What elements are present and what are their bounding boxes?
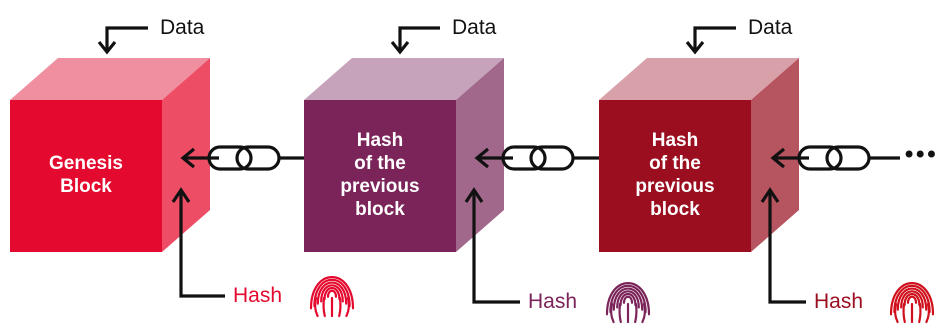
continuation-dots: ••• bbox=[902, 141, 936, 169]
chain-link-icon bbox=[180, 145, 304, 171]
block-label-line: previous bbox=[635, 176, 715, 197]
hash-label-2: Hash bbox=[528, 290, 578, 313]
cube-top-face bbox=[10, 58, 210, 100]
cube-top-face bbox=[304, 58, 504, 100]
cube-front-face bbox=[304, 100, 456, 252]
fingerprint-icon bbox=[605, 282, 651, 324]
fingerprint-icon bbox=[309, 276, 355, 318]
fingerprint-icon bbox=[889, 282, 935, 324]
block-cube-2 bbox=[304, 58, 504, 252]
cube-top-face bbox=[599, 58, 799, 100]
block-cube-1 bbox=[10, 58, 210, 252]
data-arrow-icon bbox=[685, 26, 736, 55]
chain-link-icon bbox=[770, 145, 900, 171]
block-label-line: Block bbox=[60, 176, 112, 197]
block-label-line: block bbox=[355, 198, 405, 220]
block-label-line: block bbox=[650, 198, 700, 220]
hash-arrow-icon bbox=[464, 187, 520, 304]
data-arrow-icon bbox=[97, 26, 148, 55]
block-label-line: of the bbox=[354, 153, 406, 175]
data-label-3: Data bbox=[748, 16, 793, 39]
cube-front-face bbox=[599, 100, 751, 252]
hash-arrow-icon bbox=[760, 187, 806, 304]
block-label-line: previous bbox=[340, 176, 420, 197]
block-cube-3 bbox=[599, 58, 799, 252]
data-label-1: Data bbox=[160, 16, 205, 39]
data-label-2: Data bbox=[452, 16, 497, 39]
block-label-line: Genesis bbox=[49, 153, 123, 175]
cube-front-face bbox=[10, 100, 162, 252]
data-arrow-icon bbox=[390, 26, 440, 55]
hash-arrow-icon bbox=[171, 187, 225, 298]
block-label-line: Hash bbox=[651, 130, 699, 152]
block-label-line: Hash bbox=[356, 130, 404, 152]
chain-link-icon bbox=[474, 145, 599, 171]
hash-label-3: Hash bbox=[814, 290, 864, 313]
block-label-line: of the bbox=[649, 153, 701, 175]
hash-label-1: Hash bbox=[233, 284, 283, 307]
